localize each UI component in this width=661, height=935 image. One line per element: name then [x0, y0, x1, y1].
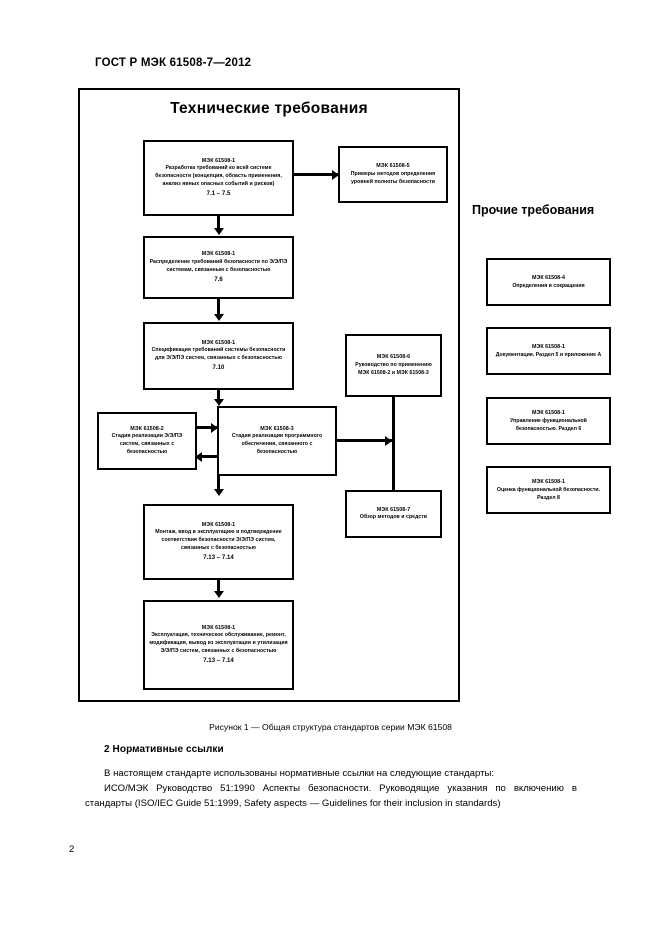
diagram-box-61508-1-operation-maintenance: МЭК 61508-1 Эксплуатация, техническое об…: [143, 600, 294, 690]
connector-b6-b7-top: [197, 426, 219, 429]
box-body: Стадия реализации программного обеспечен…: [231, 433, 323, 456]
figure-caption: Рисунок 1 — Общая структура стандартов с…: [209, 722, 452, 732]
box-body: Разработка требований ко всей системе бе…: [155, 165, 282, 188]
box-ref: МЭК 61508-6: [376, 354, 411, 361]
connector-b9-b10: [217, 580, 220, 592]
box-body: Обзор методов и средств: [359, 514, 428, 521]
arrow-b6-to-b7-icon: [211, 422, 218, 433]
other-req-box-61508-1-management: МЭК 61508-1 Управление функциональной бе…: [486, 397, 611, 445]
other-requirements-title: Прочие требования: [472, 203, 595, 217]
box-body: Распределение требований безопасности по…: [149, 258, 288, 273]
figure-title: Технические требования: [170, 100, 368, 117]
connector-b7-b6-bottom: [197, 455, 219, 458]
arrow-b3-b4-icon: [213, 314, 224, 321]
box-ref: МЭК 61508-1: [532, 478, 565, 485]
box-clause: 7.1 – 7.5: [206, 191, 231, 198]
diagram-box-61508-1-specification: МЭК 61508-1 Спецификация требований сист…: [143, 322, 294, 390]
page-number: 2: [69, 844, 75, 855]
box-body: Монтаж, ввод в эксплуатацию и подтвержде…: [155, 529, 282, 552]
diagram-box-61508-3-software-realisation: МЭК 61508-3 Стадия реализации программно…: [217, 406, 337, 476]
other-req-box-61508-1-documentation: МЭК 61508-1 Документация. Раздел 5 и при…: [486, 327, 611, 375]
box-clause: 7.13 – 7.14: [203, 555, 234, 562]
box-ref: МЭК 61508-1: [201, 521, 236, 528]
box-ref: МЭК 61508-1: [201, 251, 236, 258]
connector-b7-trunk: [337, 439, 395, 442]
arrow-b1-b2-icon: [332, 169, 339, 180]
arrow-b4-b7-icon: [213, 399, 224, 406]
document-header: ГОСТ Р МЭК 61508-7—2012: [95, 57, 252, 69]
box-ref: МЭК 61508-3: [260, 425, 294, 432]
diagram-box-61508-1-installation: МЭК 61508-1 Монтаж, ввод в эксплуатацию …: [143, 504, 294, 580]
box-body: Документация. Раздел 5 и приложение А: [495, 352, 602, 359]
box-clause: 7.13 – 7.14: [203, 658, 234, 665]
connector-b4-b7: [217, 390, 220, 400]
box-ref: МЭК 61508-4: [532, 274, 565, 281]
connector-b3-b4: [217, 299, 220, 315]
box-body: Стадия реализации Э/Э/ПЭ систем, связанн…: [111, 433, 183, 456]
section-heading: 2 Нормативные ссылки: [104, 744, 224, 755]
box-clause: 7.6: [214, 276, 223, 283]
connector-b1-b3: [217, 216, 220, 229]
diagram-box-61508-2-realisation: МЭК 61508-2 Стадия реализации Э/Э/ПЭ сис…: [97, 412, 197, 470]
box-ref: МЭК 61508-1: [532, 343, 565, 350]
box-ref: МЭК 61508-1: [201, 624, 236, 631]
arrow-b1-b3-icon: [213, 228, 224, 235]
diagram-box-61508-7-overview: МЭК 61508-7 Обзор методов и средств: [345, 490, 442, 538]
other-req-box-61508-1-assessment: МЭК 61508-1 Оценка функциональной безопа…: [486, 466, 611, 514]
box-ref: МЭК 61508-7: [376, 506, 411, 513]
diagram-box-61508-1-allocation: МЭК 61508-1 Распределение требований без…: [143, 236, 294, 299]
box-body: Определения и сокращения: [512, 283, 585, 290]
box-ref: МЭК 61508-2: [130, 425, 164, 432]
diagram-box-61508-5-examples: МЭК 61508-5 Примеры методов определения …: [338, 146, 448, 203]
box-body: Оценка функциональной безопасности. Разд…: [496, 487, 601, 502]
box-body: Эксплуатация, техническое обслуживание, …: [149, 632, 288, 655]
box-body: Руководство по применению МЭК 61508-2 и …: [355, 361, 432, 376]
box-ref: МЭК 61508-1: [201, 339, 236, 346]
box-body: Примеры методов определения уровней полн…: [350, 170, 436, 185]
connector-b5-trunk: [392, 397, 395, 490]
box-ref: МЭК 61508-5: [376, 163, 410, 170]
box-body: Управление функциональной безопасностью.…: [510, 418, 587, 433]
arrow-b7-trunk-icon: [385, 435, 392, 446]
figure-frame: Технические требования МЭК 61508-1 Разра…: [78, 88, 460, 702]
connector-b7-b9: [217, 476, 220, 490]
section-paragraph-1: В настоящем стандарте использованы норма…: [104, 768, 495, 779]
box-ref: МЭК 61508-1: [201, 157, 236, 164]
section-paragraph-2: ИСО/МЭК Руководство 51:1990 Аспекты безо…: [85, 783, 577, 809]
arrow-b7-to-b6-icon: [195, 451, 202, 462]
other-req-box-61508-4-definitions: МЭК 61508-4 Определения и сокращения: [486, 258, 611, 306]
arrow-b9-b10-icon: [213, 591, 224, 598]
connector-b1-b2: [294, 173, 340, 176]
box-ref: МЭК 61508-1: [532, 409, 565, 416]
arrow-b7-b9-icon: [213, 489, 224, 496]
diagram-box-61508-6-guidance: МЭК 61508-6 Руководство по применению МЭ…: [345, 334, 442, 397]
diagram-box-61508-1-overall-requirements: МЭК 61508-1 Разработка требований ко все…: [143, 140, 294, 216]
box-clause: 7.10: [212, 365, 225, 372]
box-body: Спецификация требований системы безопасн…: [151, 347, 286, 362]
